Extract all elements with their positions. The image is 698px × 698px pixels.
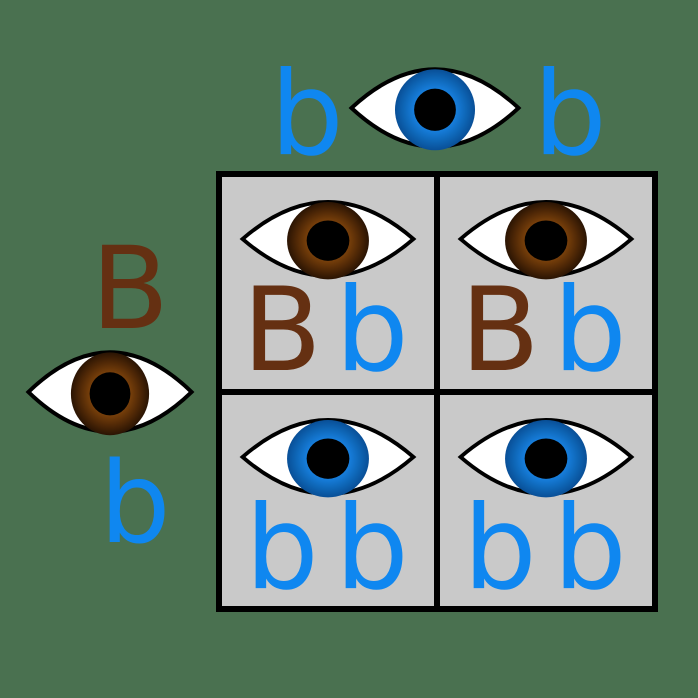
genotype-allele-1: b [463,480,537,616]
genotype-allele-1: B [460,263,540,398]
punnett-cell-r1c0: b b [222,394,434,616]
brown-eye-icon [457,197,635,281]
left-parent-allele-1: B [90,222,170,355]
genotype-allele-1: B [242,263,322,398]
blue-eye-icon [457,415,635,499]
left-parent-allele-2: b [99,439,171,569]
punnett-grid: B b B b b b [216,171,658,612]
punnett-cell-r1c1: b b [440,394,652,616]
top-parent-allele-1: b [270,47,344,182]
blue-eye-icon [239,415,417,499]
genotype-allele-2: b [335,480,409,616]
genotype-allele-2: b [553,480,627,616]
punnett-cell-r0c0: B b [222,177,434,389]
brown-eye-icon [239,197,417,281]
punnett-cell-r0c1: B b [440,177,652,389]
blue-eye-icon [348,64,522,152]
top-parent-allele-2: b [533,47,607,182]
brown-eye-icon [25,347,195,437]
genotype-allele-2: b [553,263,627,398]
genotype-allele-2: b [335,263,409,398]
genotype-allele-1: b [245,480,319,616]
